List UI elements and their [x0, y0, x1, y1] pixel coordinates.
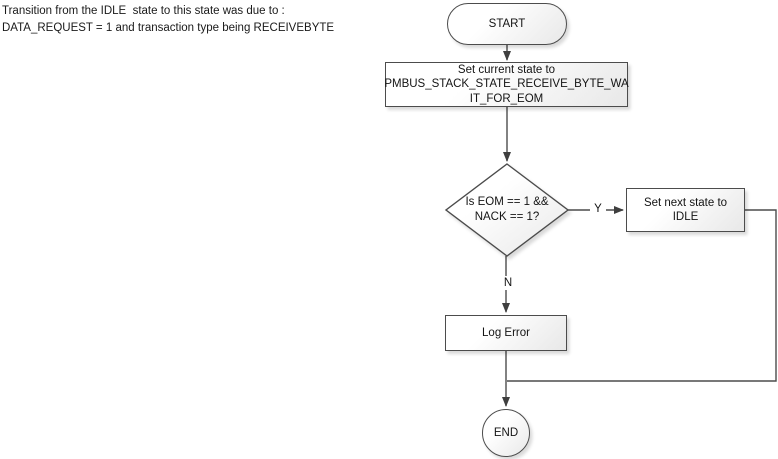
decision-line-1: Is EOM == 1 &&: [465, 196, 549, 208]
set-current-state-line-2: PMBUS_STACK_STATE_RECEIVE_BYTE_WA: [384, 78, 629, 91]
set-next-state-line-2: IDLE: [672, 211, 699, 223]
decision-eom-nack: Is EOM == 1 && NACK == 1?: [446, 164, 568, 256]
process-log-error: Log Error: [445, 315, 567, 351]
end-node: END: [482, 409, 530, 457]
process-set-current-state: Set current state to PMBUS_STACK_STATE_R…: [384, 62, 629, 107]
label-yes: Y: [590, 202, 606, 216]
process-set-next-state: Set next state to IDLE: [626, 188, 745, 232]
annotation-line-2: DATA_REQUEST = 1 and transaction type be…: [2, 21, 335, 34]
decision-diamond-shape: [444, 163, 570, 257]
set-current-state-line-3: IT_FOR_EOM: [469, 92, 544, 105]
start-node: START: [447, 3, 567, 45]
start-node-label: START: [488, 17, 526, 30]
label-no: N: [500, 276, 516, 290]
end-node-label: END: [493, 426, 519, 439]
decision-line-2: NACK == 1?: [474, 211, 540, 223]
connector-set-next-to-end: [507, 209, 777, 382]
set-current-state-line-1: Set current state to: [457, 63, 556, 76]
set-next-state-line-1: Set next state to: [643, 196, 728, 209]
log-error-label: Log Error: [482, 326, 530, 339]
annotation-text: Transition from the IDLE state to this s…: [2, 3, 334, 36]
annotation-line-1: Transition from the IDLE state to this s…: [2, 5, 285, 17]
